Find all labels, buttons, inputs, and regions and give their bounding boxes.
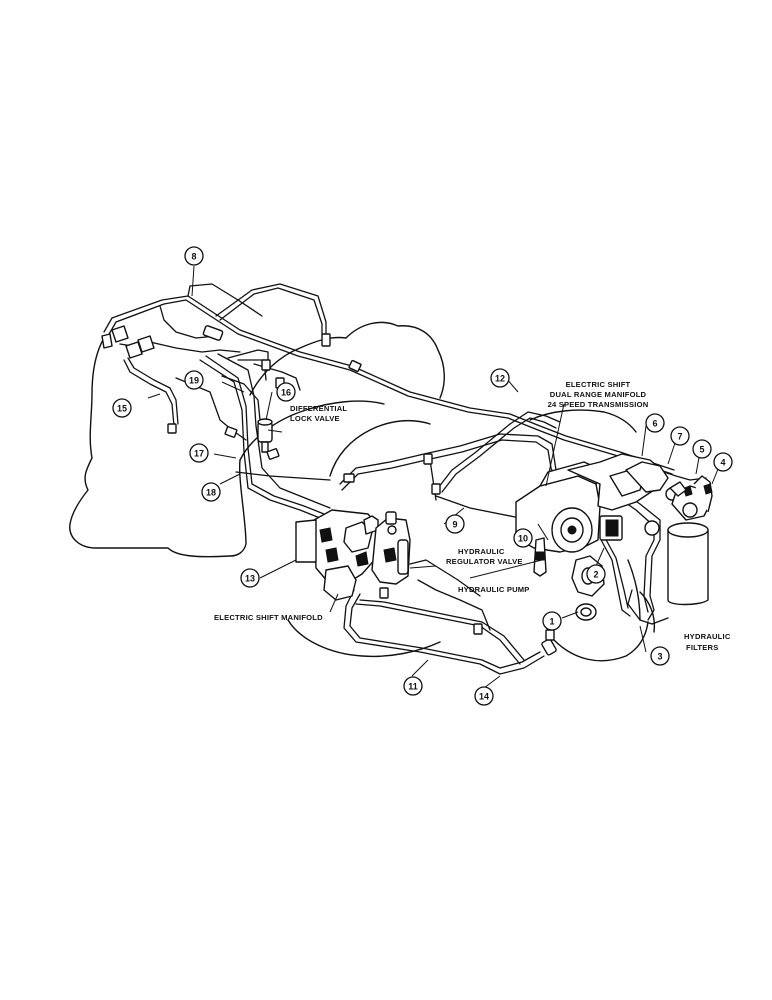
hydraulic-filters [667, 475, 713, 606]
svg-text:3: 3 [657, 652, 662, 662]
callout-11: 11 [403, 676, 423, 696]
svg-text:16: 16 [281, 388, 291, 398]
svg-text:11: 11 [408, 682, 418, 692]
svg-text:24 SPEED TRANSMISSION: 24 SPEED TRANSMISSION [548, 400, 649, 409]
svg-text:7: 7 [677, 432, 682, 442]
svg-text:15: 15 [117, 404, 127, 414]
svg-text:HYDRAULIC PUMP: HYDRAULIC PUMP [458, 585, 530, 594]
electric-shift-manifold [295, 509, 389, 601]
tube-line-11-14 [343, 559, 545, 675]
hydraulic-pump [533, 537, 547, 577]
svg-text:4: 4 [720, 458, 725, 468]
tube-group-center [175, 349, 331, 519]
callout-5: 5 [692, 439, 712, 459]
svg-text:HYDRAULIC: HYDRAULIC [458, 547, 505, 556]
label-electric-shift-dual-range: ELECTRIC SHIFT DUAL RANGE MANIFOLD 24 SP… [548, 380, 649, 409]
svg-text:9: 9 [452, 520, 457, 530]
svg-text:LOCK VALVE: LOCK VALVE [290, 414, 340, 423]
callout-16: 16 [276, 382, 296, 402]
svg-text:DIFFERENTIAL: DIFFERENTIAL [290, 404, 347, 413]
svg-text:2: 2 [593, 570, 598, 580]
callout-17: 17 [189, 443, 209, 463]
label-electric-shift-manifold: ELECTRIC SHIFT MANIFOLD [214, 613, 323, 622]
svg-text:10: 10 [518, 534, 528, 544]
callout-7: 7 [670, 426, 690, 446]
tube-line-9-12 [339, 411, 561, 529]
svg-text:17: 17 [194, 449, 204, 459]
svg-text:6: 6 [652, 419, 657, 429]
callout-18: 18 [201, 482, 221, 502]
label-hydraulic-filters: HYDRAULIC FILTERS [684, 632, 731, 652]
callout-19: 19 [184, 370, 204, 390]
svg-text:HYDRAULIC: HYDRAULIC [684, 632, 731, 641]
svg-text:1: 1 [549, 617, 554, 627]
callout-12: 12 [490, 368, 510, 388]
leader-lines [147, 265, 721, 689]
svg-text:FILTERS: FILTERS [686, 643, 718, 652]
label-differential-lock-valve: DIFFERENTIAL LOCK VALVE [290, 404, 347, 423]
svg-text:18: 18 [206, 488, 216, 498]
differential-lock-valve [257, 418, 273, 453]
svg-text:8: 8 [191, 252, 196, 262]
callout-15: 15 [112, 398, 132, 418]
svg-text:19: 19 [189, 376, 199, 386]
callout-4: 4 [713, 452, 733, 472]
callout-1: 1 [542, 611, 562, 631]
tube-line-8 [103, 283, 675, 475]
callout-2: 2 [586, 564, 606, 584]
callout-8: 8 [184, 246, 204, 266]
svg-text:14: 14 [479, 692, 489, 702]
callout-13: 13 [240, 568, 260, 588]
callout-10: 10 [513, 528, 533, 548]
dual-range-manifold [515, 453, 679, 597]
svg-text:12: 12 [495, 374, 505, 384]
label-hydraulic-pump: HYDRAULIC PUMP [458, 585, 530, 594]
svg-text:13: 13 [245, 574, 255, 584]
svg-text:REGULATOR VALVE: REGULATOR VALVE [446, 557, 523, 566]
svg-text:5: 5 [699, 445, 704, 455]
hydraulic-regulator-valve [371, 511, 411, 585]
svg-text:DUAL RANGE MANIFOLD: DUAL RANGE MANIFOLD [550, 390, 647, 399]
tube-fittings [101, 325, 597, 656]
callout-14: 14 [474, 686, 494, 706]
label-hydraulic-regulator-valve: HYDRAULIC REGULATOR VALVE [446, 547, 523, 566]
tube-line-filters [599, 469, 707, 625]
svg-text:ELECTRIC SHIFT MANIFOLD: ELECTRIC SHIFT MANIFOLD [214, 613, 323, 622]
callout-3: 3 [650, 646, 670, 666]
svg-text:ELECTRIC SHIFT: ELECTRIC SHIFT [566, 380, 631, 389]
callout-9: 9 [445, 514, 465, 534]
callout-6: 6 [645, 413, 665, 433]
